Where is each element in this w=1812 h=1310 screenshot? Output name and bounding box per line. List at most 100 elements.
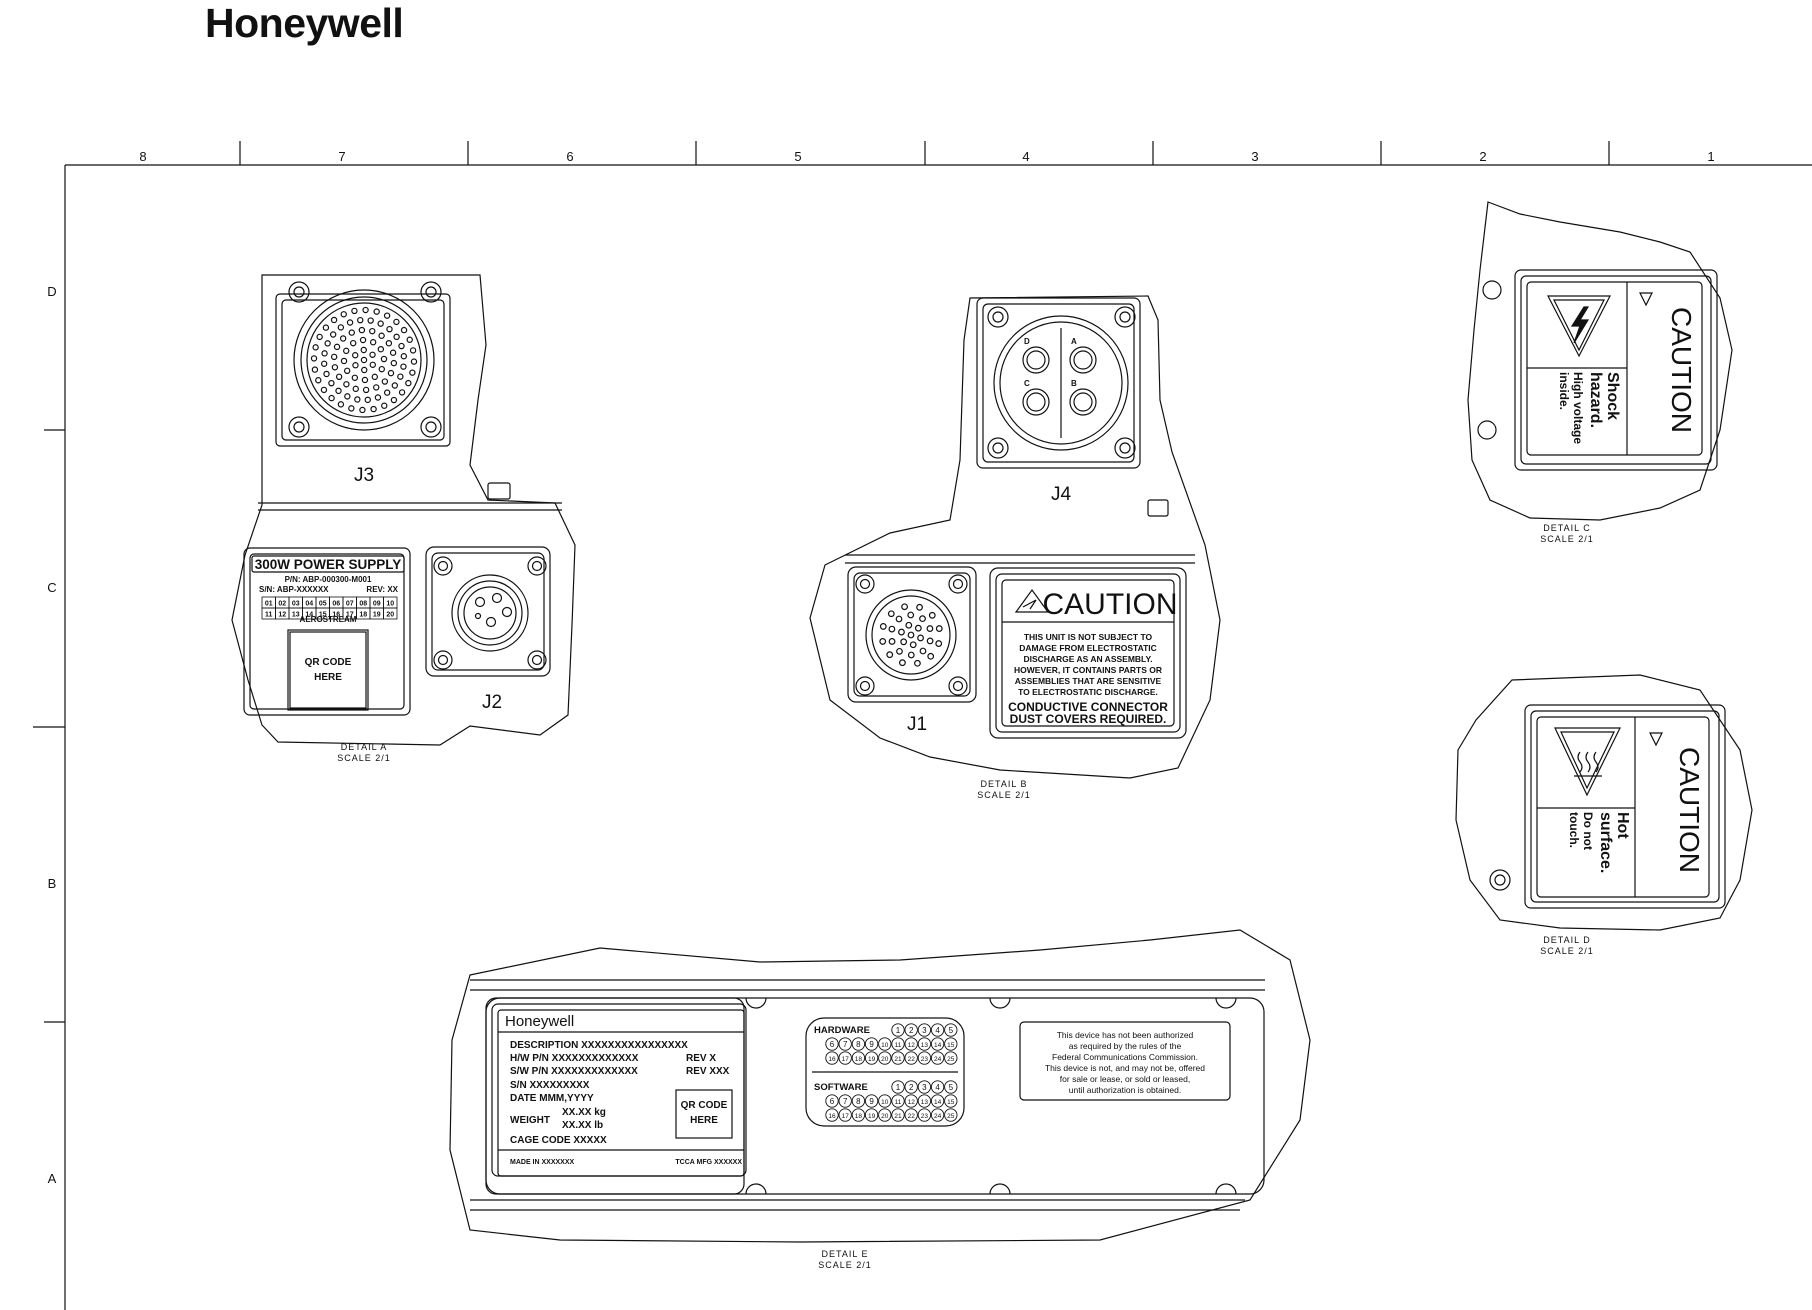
nameplate-hw-rev: REV X <box>686 1053 716 1064</box>
revision-circle <box>878 1108 892 1122</box>
caution-title-c: CAUTION <box>1666 307 1697 433</box>
revision-circle <box>838 1037 852 1051</box>
j3-pin <box>377 345 385 353</box>
j1-pin <box>899 659 906 667</box>
j1-pin <box>928 611 936 619</box>
j3-pin <box>360 356 368 364</box>
shock-line-2: hazard. <box>1587 372 1604 428</box>
j3-pin <box>337 324 345 331</box>
caution-bold-line-2: DUST COVERS REQUIRED. <box>1010 712 1167 726</box>
j1-pin <box>914 624 922 632</box>
j3-pin <box>346 319 354 326</box>
j3-pin <box>316 333 323 341</box>
j3-pin <box>349 339 357 347</box>
grid-number: 09 <box>373 601 381 608</box>
revision-circle <box>944 1023 958 1037</box>
revision-number: 14 <box>934 1042 942 1049</box>
detail-b-scale: SCALE 2/1 <box>977 790 1031 800</box>
j3-pin <box>385 339 393 347</box>
revision-number: 8 <box>856 1040 861 1049</box>
revision-number: 4 <box>935 1083 940 1092</box>
revision-circle <box>825 1108 839 1122</box>
revision-number: 25 <box>947 1113 955 1120</box>
j3-pin <box>370 405 377 413</box>
j1-pin <box>896 647 903 655</box>
j3-pin <box>373 308 380 315</box>
revision-number: 7 <box>843 1097 848 1106</box>
nameplate-qr-line1: QR CODE <box>681 1100 728 1111</box>
zone-col-3: 3 <box>1251 149 1258 164</box>
j3-pin <box>369 351 376 358</box>
j3-pin <box>387 369 395 377</box>
revision-number: 21 <box>894 1113 902 1120</box>
j3-pin <box>389 349 397 356</box>
j3-pin <box>354 396 361 403</box>
j3-pin <box>398 389 406 396</box>
j3-pin <box>357 316 364 324</box>
j3-pin <box>352 362 359 369</box>
revision-number: 8 <box>856 1097 861 1106</box>
grid-number: 10 <box>386 601 394 608</box>
nameplate-weight-lb: XX.XX lb <box>562 1120 603 1131</box>
revision-circle <box>944 1080 958 1094</box>
revision-circle <box>891 1094 905 1108</box>
j3-pin <box>359 336 367 344</box>
revision-number: 16 <box>828 1056 836 1063</box>
revision-number: 1 <box>896 1083 901 1092</box>
nameplate-tcca: TCCA MFG XXXXXX <box>675 1159 742 1166</box>
revision-circle <box>891 1037 905 1051</box>
j1-pin <box>919 647 927 655</box>
revision-number: 14 <box>934 1099 942 1106</box>
j3-pin <box>410 358 418 365</box>
detail-c: CAUTION Shock hazard. High voltage insid… <box>1467 201 1733 544</box>
revision-circle <box>851 1108 866 1122</box>
revision-circle <box>917 1080 932 1094</box>
j3-pin <box>380 355 388 363</box>
revision-circle <box>904 1037 918 1051</box>
revision-number: 11 <box>895 1099 902 1106</box>
j3-pin <box>322 324 330 331</box>
detail-b-caption: DETAIL B <box>980 779 1027 789</box>
j3-pin <box>362 386 370 394</box>
hot-line-3: Do not <box>1581 812 1595 850</box>
zone-row-c: C <box>47 580 56 595</box>
qr-placeholder-line1: QR CODE <box>305 657 352 668</box>
pin-label-b: B <box>1071 379 1077 388</box>
revision-circle <box>930 1094 945 1108</box>
detail-a: J3 300W POWER SUPPLY P/N: ABP-000300-M00… <box>231 274 576 763</box>
revision-circle <box>878 1037 892 1051</box>
revision-number: 15 <box>947 1042 955 1049</box>
j3-pin <box>400 353 408 360</box>
nameplate-weight-kg: XX.XX kg <box>562 1107 606 1118</box>
nameplate-sn: S/N XXXXXXXXX <box>510 1080 590 1091</box>
revision-number: 16 <box>828 1113 836 1120</box>
j3-pin <box>337 401 345 408</box>
grid-number: 12 <box>278 612 286 619</box>
j3-pin <box>362 306 369 314</box>
j3-pin <box>390 359 398 367</box>
detail-b: D A C B J4 J1 CAUTION THIS UNIT IS NOT S… <box>809 295 1221 800</box>
j3-pin <box>328 379 335 387</box>
zone-col-8: 8 <box>139 149 146 164</box>
drawing-frame <box>33 141 1812 1310</box>
caution-line-5: ASSEMBLIES THAT ARE SENSITIVE <box>1015 676 1162 686</box>
revision-number: 11 <box>895 1042 902 1049</box>
j3-pin <box>400 326 408 334</box>
grid-cell <box>383 607 398 620</box>
j3-pin <box>352 352 359 359</box>
pin-label-a: A <box>1071 337 1077 346</box>
revision-circle <box>891 1108 905 1122</box>
revision-number: 23 <box>921 1056 929 1063</box>
shock-line-3: High voltage <box>1571 372 1585 444</box>
j3-pin <box>340 357 348 365</box>
nameplate-made-in: MADE IN XXXXXXX <box>510 1159 575 1166</box>
revision-circle <box>930 1037 945 1051</box>
j1-pin <box>927 652 935 660</box>
j3-pin <box>331 364 339 371</box>
revision-number: 3 <box>922 1026 927 1035</box>
j3-pin <box>348 405 355 412</box>
revision-number: 23 <box>921 1113 929 1120</box>
j3-pin <box>323 370 330 378</box>
j1-pin <box>916 603 923 611</box>
